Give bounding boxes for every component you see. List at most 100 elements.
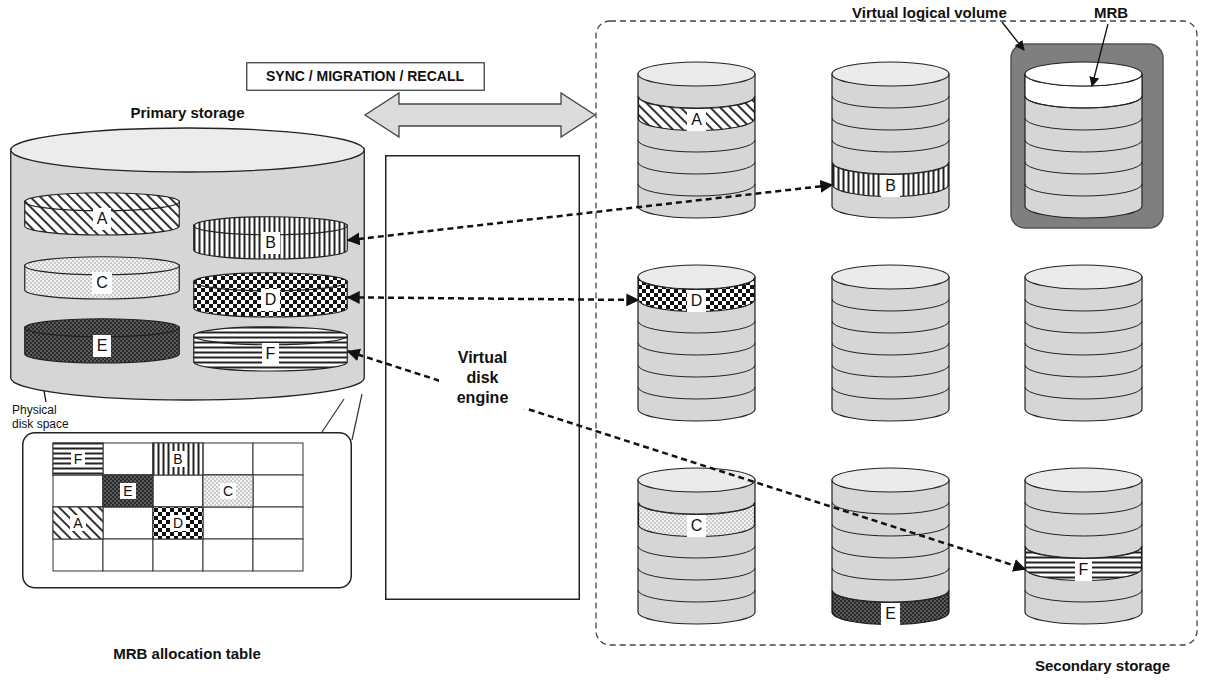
disk-body: [1025, 277, 1142, 421]
allocated-cell: [153, 507, 203, 539]
disk-space: C: [24, 256, 180, 300]
band-shape: [1026, 547, 1142, 581]
disk-stripe: [1025, 184, 1142, 196]
disk-stripe: [832, 321, 949, 333]
disk-stripe: [638, 343, 755, 355]
table-cell: [253, 539, 303, 571]
disk-stripe: [1025, 299, 1142, 311]
node-text: A: [687, 109, 706, 131]
table-cell: [53, 475, 103, 507]
label-box: A: [53, 507, 103, 539]
table-cell: [253, 475, 303, 507]
disk-stripe: [1025, 162, 1142, 174]
disk-stripe: [832, 365, 949, 377]
process-box: SYNC / MIGRATION / RECALL: [246, 62, 485, 91]
callout-label: Virtual logical volume: [852, 4, 1007, 22]
table-cell: [53, 507, 103, 539]
leader-line: [1092, 24, 1108, 86]
table-cell-text: E: [120, 483, 135, 500]
table-cell: [203, 443, 253, 475]
table-cell: [103, 443, 153, 475]
node-text: D: [687, 290, 707, 312]
secondary-disks: [638, 44, 1163, 624]
zoom-line: [352, 394, 362, 440]
table-cell-text: F: [71, 451, 86, 468]
table-cell: [53, 539, 103, 571]
disk-stripe: [832, 118, 949, 130]
disk-stripe: [638, 321, 755, 333]
leader-line: [1002, 22, 1024, 50]
disk-body: [1025, 480, 1142, 624]
allocated-cell: [53, 507, 103, 539]
disk-top: [832, 265, 949, 289]
label-box: F: [53, 443, 103, 475]
disk-band: B: [832, 162, 949, 197]
table-cell: [103, 475, 153, 507]
box-outline: [246, 63, 484, 91]
disk-band: C: [638, 502, 755, 537]
disk-band: A: [638, 96, 755, 131]
node-text: MRB allocation table: [113, 645, 261, 664]
label-box: B: [153, 443, 203, 475]
node-text: D: [261, 289, 281, 311]
dashed-outline: [596, 21, 1197, 645]
node-text: C: [92, 272, 112, 294]
node-text: F: [1075, 559, 1093, 581]
table-cell: [253, 443, 303, 475]
allocated-cell: [53, 443, 103, 475]
cylinder-body: [11, 150, 365, 400]
node-text: Virtual disk engine: [439, 347, 527, 409]
disk-stripe: [638, 184, 755, 196]
disk-space: F: [193, 326, 348, 372]
label-box: C: [203, 475, 253, 507]
disk-stripe: [1025, 118, 1142, 130]
disk-body: [832, 480, 949, 624]
disk-top: [1025, 62, 1142, 86]
disk-body: [1025, 74, 1142, 218]
disk-stripe: [638, 590, 755, 602]
callout-label: Physical disk space: [12, 403, 80, 432]
band-shape: [639, 503, 755, 537]
node-text: F: [262, 343, 280, 365]
allocation-table: MRB allocation table: [22, 432, 352, 672]
disk-stripe: [638, 162, 755, 174]
disk-stripe: [832, 546, 949, 558]
disk-top: [1025, 468, 1142, 492]
disk-stripe: [832, 96, 949, 108]
node-text: C: [687, 515, 707, 537]
disk-stripe: [1025, 387, 1142, 399]
table-cell: [153, 507, 203, 539]
disk-space: D: [193, 272, 348, 318]
table-frame: [23, 433, 352, 588]
node-text: A: [93, 208, 112, 230]
table-cell-text: B: [170, 451, 185, 468]
box-outline: [386, 156, 580, 600]
disk-band: E: [832, 590, 949, 625]
disk-stripe: [1025, 321, 1142, 333]
band-shape: [833, 163, 949, 197]
disk-stripe: [832, 299, 949, 311]
label-box: E: [103, 475, 153, 507]
table-cell: [153, 443, 203, 475]
disk-stripe: [1025, 365, 1142, 377]
node-text: E: [881, 603, 900, 625]
label-box: D: [153, 507, 203, 539]
disk-stripe: [832, 568, 949, 580]
label-box: Physical disk space: [12, 403, 80, 432]
table-cell-text: A: [70, 515, 85, 532]
table-cell: [153, 539, 203, 571]
disk-stripe: [1025, 140, 1142, 152]
disk-top: [638, 468, 755, 492]
storage-region-shape: [595, 20, 1200, 682]
disk-stripe: [1025, 590, 1142, 602]
node-text: B: [261, 232, 280, 254]
node-text: Primary storage: [130, 104, 244, 123]
disk-space: E: [24, 318, 180, 364]
label-box: MRB: [1094, 4, 1128, 22]
band-shape: [639, 97, 755, 131]
disk-stripe: [832, 387, 949, 399]
disk-top: [638, 62, 755, 86]
